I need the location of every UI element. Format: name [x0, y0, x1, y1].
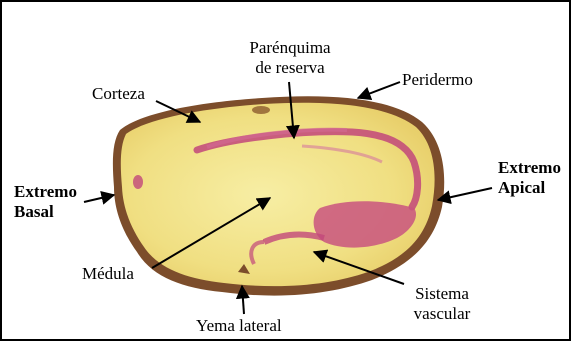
- arrow-basal: [84, 195, 114, 202]
- arrow-apical: [438, 188, 492, 200]
- label-extremo-apical-line1: Extremo: [498, 158, 561, 178]
- label-corteza: Corteza: [92, 84, 145, 104]
- basal-spot: [133, 175, 143, 189]
- label-extremo-basal: Extremo Basal: [14, 182, 77, 222]
- arrow-peridermo: [358, 82, 400, 98]
- label-sistema-line1: Sistema: [402, 284, 482, 304]
- label-extremo-basal-line1: Extremo: [14, 182, 77, 202]
- label-parenquima-line1: Parénquima: [238, 38, 342, 58]
- label-peridermo: Peridermo: [402, 70, 473, 90]
- label-sistema-line2: vascular: [402, 304, 482, 324]
- label-extremo-apical: Extremo Apical: [498, 158, 561, 198]
- label-medula: Médula: [82, 264, 134, 284]
- label-extremo-apical-line2: Apical: [498, 178, 561, 198]
- label-parenquima: Parénquima de reserva: [238, 38, 342, 78]
- label-parenquima-line2: de reserva: [238, 58, 342, 78]
- top-eye-mark: [252, 106, 270, 114]
- label-sistema-vascular: Sistema vascular: [402, 284, 482, 324]
- label-extremo-basal-line2: Basal: [14, 202, 77, 222]
- label-yema-lateral: Yema lateral: [196, 316, 282, 336]
